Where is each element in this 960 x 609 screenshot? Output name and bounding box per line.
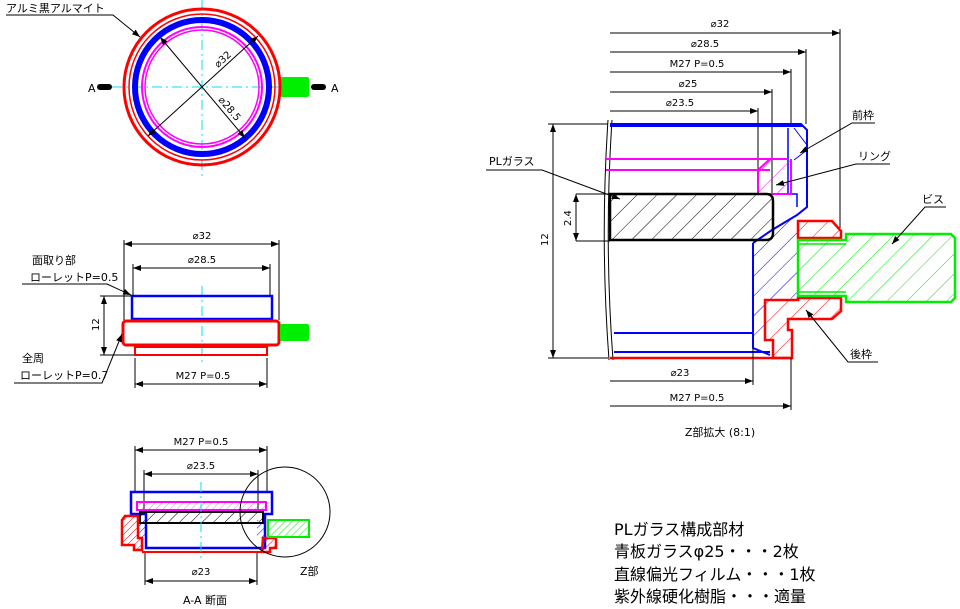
screw-head (280, 77, 309, 97)
rear-frame-outer-circle (122, 7, 282, 167)
parts-note: PLガラス構成部材 青板ガラスφ25・・・2枚 直線偏光フィルム・・・1枚 紫外… (614, 520, 816, 606)
leader-ring (775, 163, 890, 186)
dim-text-12: 12 (540, 233, 551, 246)
chamfer-leader (22, 283, 132, 296)
dim-text-m27: M27 P=0.5 (176, 371, 231, 382)
front-frame (130, 294, 274, 321)
parts-note-line: 紫外線硬化樹脂・・・適量 (614, 587, 806, 606)
ring (606, 158, 792, 195)
dim-text-28-5: ⌀28.5 (691, 39, 719, 50)
dim-text-23-5: ⌀23.5 (666, 98, 694, 109)
leader-front-frame (799, 122, 875, 154)
section-title: A-A 断面 (183, 593, 227, 607)
rear-frame-lower (763, 296, 843, 360)
chamfer-note-line2: ローレットP=0.5 (30, 271, 118, 284)
detail-view: ⌀32 ⌀28.5 M27 P=0.5 ⌀25 ⌀23.5 2.4 12 (486, 19, 957, 439)
screw-section (267, 519, 310, 538)
section-mark-left: A (88, 82, 96, 95)
screw-head (280, 324, 309, 341)
screw (796, 232, 957, 304)
detail-z-circle (239, 466, 331, 558)
section-arrow-right (311, 84, 326, 90)
parts-note-title: PLガラス構成部材 (614, 520, 744, 539)
top-view: ⌀32 ⌀28.5 A A アルミ黒アルマイト (6, 0, 339, 176)
material-leader (6, 14, 141, 38)
rear-thread (134, 346, 268, 356)
dim-text-m27-top: M27 P=0.5 (670, 59, 725, 70)
parts-note-line: 青板ガラスφ25・・・2枚 (614, 542, 799, 561)
front-frame-circle (132, 17, 272, 157)
break-line (603, 119, 610, 361)
dim-text-23-5: ⌀23.5 (187, 461, 215, 472)
detail-title: Z部拡大 (8:1) (685, 425, 755, 439)
label-front-frame: 前枠 (852, 108, 874, 122)
knurl-note-line2: ローレットP=0.7 (20, 369, 108, 382)
chamfer-note-line1: 面取り部 (32, 253, 76, 267)
dim-text-m27-bottom: M27 P=0.5 (670, 393, 725, 404)
dim-text-28-5: ⌀28.5 (188, 255, 216, 266)
label-pl-glass: PLガラス (489, 155, 535, 168)
dim-text-2-4: 2.4 (563, 210, 574, 226)
rear-frame-upper (796, 219, 843, 240)
dim-text-25: ⌀25 (679, 79, 698, 90)
dim-text-32: ⌀32 (711, 19, 730, 30)
rear-frame (121, 319, 281, 347)
label-rear-frame: 後枠 (850, 347, 872, 361)
dim-text-32: ⌀32 (193, 231, 212, 242)
section-arrow-left (97, 84, 112, 90)
parts-note-line: 直線偏光フィルム・・・1枚 (614, 565, 816, 584)
rear-frame-right (260, 536, 278, 554)
dim-text-23: ⌀23 (671, 368, 690, 379)
dimension-line-32 (147, 35, 259, 137)
label-screw: ビス (922, 193, 944, 206)
side-view: ⌀32 ⌀28.5 12 M27 P=0.5 面取り部 ローレットP=0.5 全… (14, 231, 309, 388)
label-ring: リング (858, 149, 891, 163)
knurl-leader (14, 333, 123, 384)
dim-text-12: 12 (91, 318, 102, 331)
ring-outer-circle (141, 26, 263, 148)
dim-text-32: ⌀32 (213, 50, 234, 71)
ring-inner-circle (144, 29, 260, 145)
rear-frame-inner-circle (128, 13, 276, 161)
dim-text-m27: M27 P=0.5 (174, 437, 229, 448)
dimension-line-28-5 (159, 36, 246, 139)
leader-screw (891, 206, 946, 245)
dim-text-23: ⌀23 (192, 567, 211, 578)
section-mark-right: A (331, 82, 339, 95)
detail-z-label: Z部 (300, 564, 319, 578)
knurl-note-line1: 全周 (22, 351, 44, 365)
pl-glass (608, 192, 775, 242)
section-view: M27 P=0.5 ⌀23.5 ⌀23 Z部 A-A 断面 (120, 437, 331, 607)
rear-frame-left (120, 514, 144, 552)
leader-rear-frame (805, 309, 878, 363)
material-label: アルミ黒アルマイト (6, 2, 105, 15)
leader-pl-glass (486, 169, 621, 200)
